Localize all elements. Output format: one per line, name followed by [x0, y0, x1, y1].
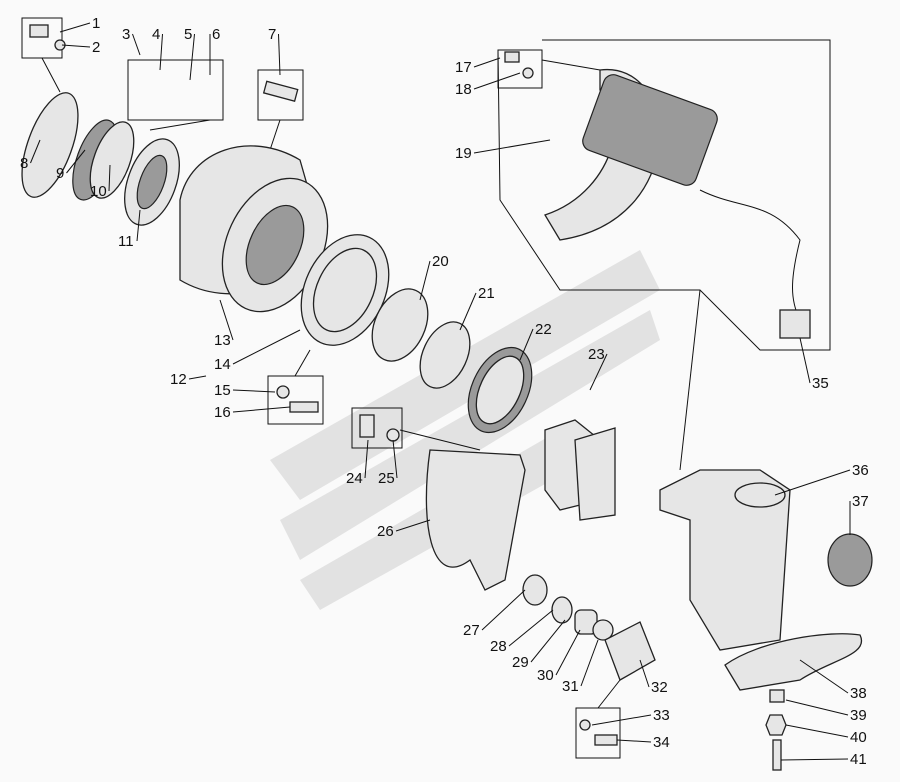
part-label-13: 13: [214, 332, 231, 349]
leader-line-26: [395, 519, 431, 532]
leader-line-23: [589, 353, 608, 391]
leader-line-13: [219, 299, 234, 341]
part-label-36: 36: [852, 462, 869, 479]
part-label-27: 27: [463, 622, 480, 639]
part-label-22: 22: [535, 321, 552, 338]
callout-frames: [21, 17, 831, 759]
part-label-34: 34: [653, 734, 670, 751]
leader-line-39: [785, 699, 849, 716]
part-label-20: 20: [432, 253, 449, 270]
part-label-1: 1: [92, 15, 100, 32]
leader-line-30: [555, 629, 581, 676]
leader-line-28: [508, 609, 554, 647]
part-label-40: 40: [850, 729, 867, 746]
leader-line-16: [232, 406, 291, 413]
part-label-21: 21: [478, 285, 495, 302]
part-label-15: 15: [214, 382, 231, 399]
leader-line-25: [392, 439, 398, 479]
part-label-4: 4: [152, 26, 160, 43]
part-label-17: 17: [455, 59, 472, 76]
leader-line-33: [591, 714, 652, 726]
part-label-25: 25: [378, 470, 395, 487]
part-label-31: 31: [562, 678, 579, 695]
leader-line-11: [136, 209, 141, 242]
part-label-14: 14: [214, 356, 231, 373]
part-label-29: 29: [512, 654, 529, 671]
leader-line-7: [278, 33, 281, 76]
part-label-35: 35: [812, 375, 829, 392]
part-label-10: 10: [90, 183, 107, 200]
leader-line-24: [364, 439, 369, 479]
part-label-28: 28: [490, 638, 507, 655]
part-label-24: 24: [346, 470, 363, 487]
leader-line-18: [473, 72, 521, 90]
part-label-23: 23: [588, 346, 605, 363]
part-label-18: 18: [455, 81, 472, 98]
part-label-11: 11: [118, 233, 134, 250]
leader-line-35: [799, 337, 811, 384]
leader-line-40: [785, 724, 849, 738]
leader-line-12: [188, 375, 207, 380]
leader-line-3: [132, 33, 141, 56]
part-label-12: 12: [170, 371, 187, 388]
part-label-7: 7: [268, 26, 276, 43]
part-label-3: 3: [122, 26, 130, 43]
leader-line-36: [774, 469, 851, 496]
leader-line-17: [473, 57, 501, 68]
part-label-19: 19: [455, 145, 472, 162]
part-label-2: 2: [92, 39, 100, 56]
part-label-37: 37: [852, 493, 869, 510]
leader-line-2: [61, 44, 91, 48]
part-label-39: 39: [850, 707, 867, 724]
part-label-8: 8: [20, 155, 28, 172]
part-label-5: 5: [184, 26, 192, 43]
leader-line-4: [159, 33, 163, 71]
leader-line-14: [232, 329, 301, 365]
leader-line-20: [419, 260, 431, 301]
leader-line-32: [639, 659, 650, 688]
part-label-9: 9: [56, 165, 64, 182]
leader-line-29: [530, 619, 566, 663]
leader-line-27: [481, 589, 526, 631]
part-label-30: 30: [537, 667, 554, 684]
part-label-32: 32: [651, 679, 668, 696]
part-label-26: 26: [377, 523, 394, 540]
part-shapes: [21, 24, 873, 771]
part-label-41: 41: [850, 751, 867, 768]
part-label-16: 16: [214, 404, 231, 421]
leader-line-38: [799, 659, 849, 694]
leader-line-21: [459, 292, 477, 331]
leader-line-22: [519, 328, 534, 361]
leader-line-34: [616, 739, 652, 743]
leader-line-19: [473, 139, 551, 154]
part-label-33: 33: [653, 707, 670, 724]
leader-line-41: [780, 758, 849, 761]
part-label-6: 6: [212, 26, 220, 43]
leader-line-10: [108, 164, 111, 192]
leader-lines: [30, 22, 851, 761]
leader-line-1: [59, 22, 91, 33]
part-label-38: 38: [850, 685, 867, 702]
leader-line-8: [30, 139, 41, 164]
leader-line-31: [580, 639, 599, 687]
leader-line-5: [189, 33, 195, 81]
leader-line-15: [232, 389, 276, 393]
leader-line-9: [66, 149, 86, 174]
